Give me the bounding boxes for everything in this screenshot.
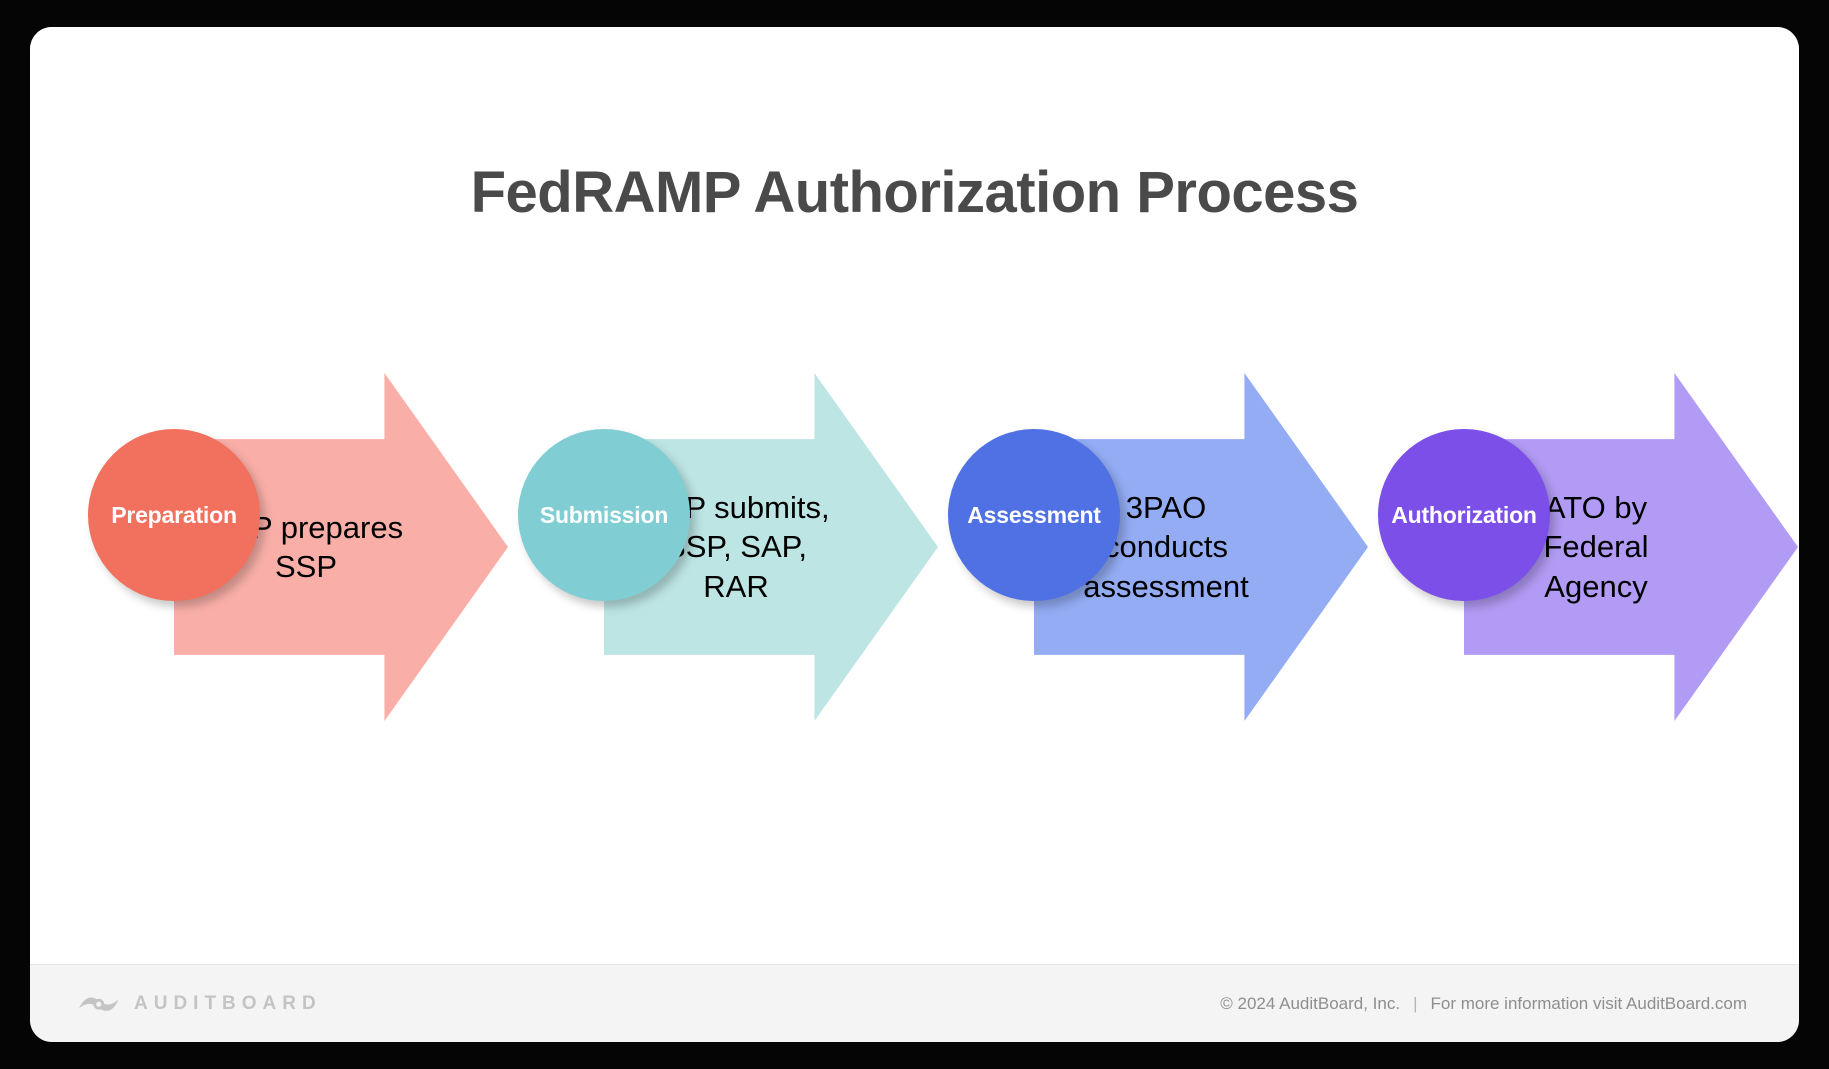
stage-circle: Assessment — [948, 429, 1120, 601]
footer-legal-text: © 2024 AuditBoard, Inc. | For more infor… — [1220, 994, 1747, 1014]
footer-copyright: © 2024 AuditBoard, Inc. — [1220, 993, 1401, 1013]
stage-circle: Preparation — [88, 429, 260, 601]
stage-circle-label: Assessment — [967, 501, 1101, 528]
stage-circle: Submission — [518, 429, 690, 601]
auditboard-logo: AUDITBOARD — [78, 991, 322, 1017]
auditboard-eye-logo-icon — [78, 991, 120, 1017]
footer-separator: | — [1413, 993, 1418, 1013]
slide-canvas: FedRAMP Authorization Process CSP prepar… — [30, 27, 1799, 964]
stage-circle-label: Authorization — [1391, 501, 1537, 528]
stage-circle: Authorization — [1378, 429, 1550, 601]
slide-card: FedRAMP Authorization Process CSP prepar… — [30, 27, 1799, 1042]
footer-info: For more information visit AuditBoard.co… — [1430, 993, 1747, 1013]
stage-circle-label: Submission — [539, 501, 669, 528]
stage-circle-label: Preparation — [111, 501, 237, 528]
page-title: FedRAMP Authorization Process — [470, 160, 1359, 225]
auditboard-logo-text: AUDITBOARD — [134, 992, 322, 1014]
slide-footer: AUDITBOARD © 2024 AuditBoard, Inc. | For… — [30, 964, 1799, 1042]
